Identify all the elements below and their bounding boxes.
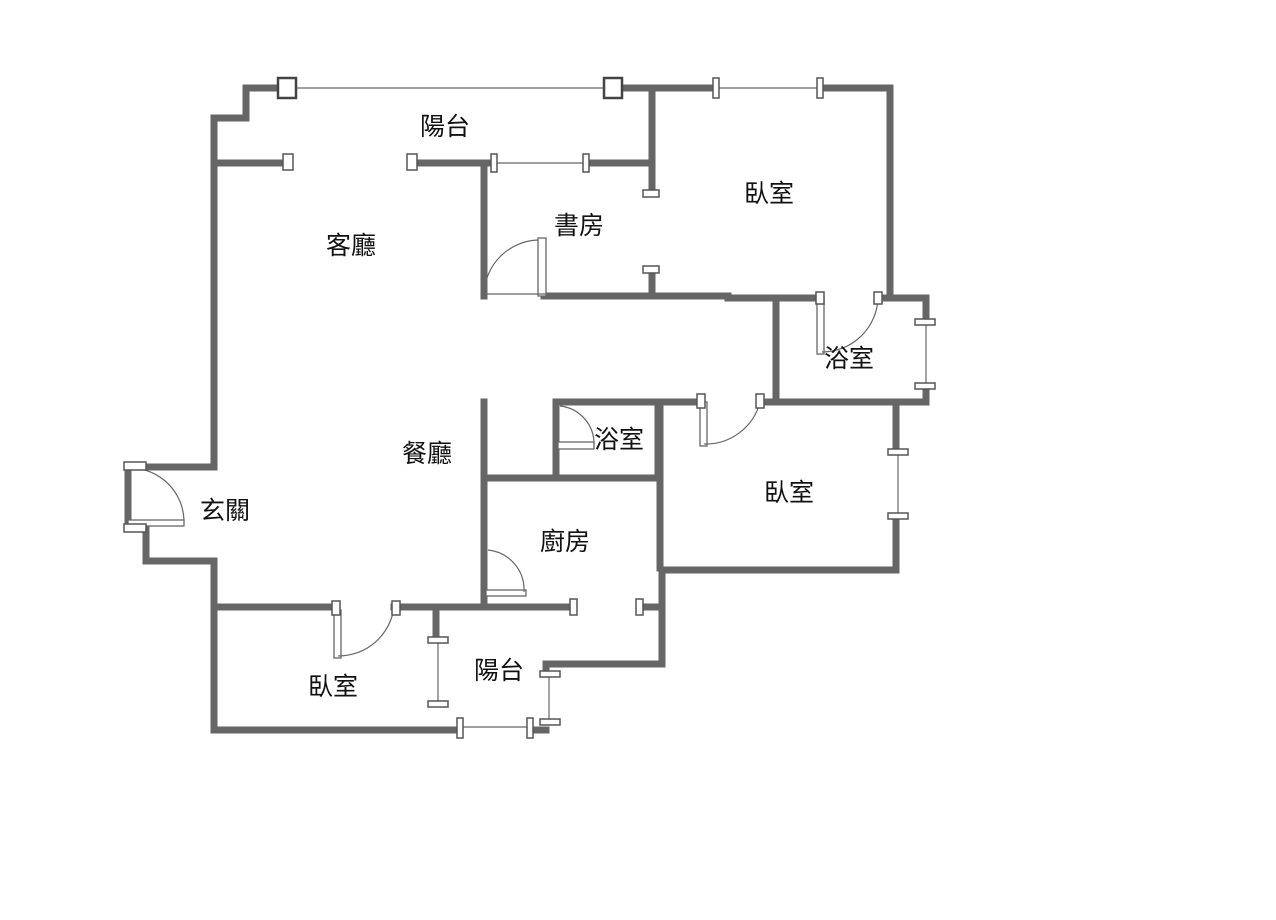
windows [276,76,936,739]
room-label-balcony-south: 陽台 [474,656,524,685]
room-labels: 陽台 臥室 書房 客廳 浴室 浴室 餐廳 臥室 玄關 廚房 臥室 陽台 [200,112,874,701]
window-jamb [456,717,464,739]
window-jamb [427,636,449,644]
window-jamb [526,717,534,739]
room-label-study: 書房 [554,211,604,240]
room-label-balcony-north: 陽台 [420,112,470,141]
window-post [602,76,624,100]
room-label-bedroom-sw: 臥室 [308,672,358,701]
room-label-entrance: 玄關 [200,496,250,525]
room-label-bedroom-ne: 臥室 [744,179,794,208]
room-label-bedroom-east: 臥室 [764,478,814,507]
door-study [483,237,547,297]
window-jamb [816,77,824,99]
window-jamb [642,189,660,198]
wall-entrance-south [142,524,218,610]
window-jamb [406,153,418,171]
window-jamb [490,153,498,173]
window-jamb [642,265,660,274]
window-jamb [887,448,909,456]
window-post [276,76,298,100]
room-label-living-room: 客廳 [326,231,376,260]
window-jamb [539,670,561,678]
door-entrance [123,461,185,533]
window-jamb [582,153,590,173]
window-jamb [282,153,294,171]
window-jamb [539,718,561,726]
room-label-bathroom-east: 浴室 [824,344,874,373]
walls [124,84,930,734]
window-jamb [427,700,449,708]
door-bedroom-east [696,393,765,447]
window-jamb [887,512,909,520]
window-jamb [914,382,936,390]
window-jamb [914,318,936,326]
room-label-dining-room: 餐廳 [402,439,452,468]
window-jamb [635,598,644,616]
door-kitchen [485,549,527,597]
door-bedroom-sw [331,600,401,659]
window-jamb [569,598,578,616]
room-label-bathroom-center: 浴室 [594,425,644,454]
window-jamb [712,77,720,99]
room-label-kitchen: 廚房 [540,527,590,556]
door-bathroom-center [557,405,595,450]
doors [123,237,883,659]
door-bathroom-east [815,291,883,355]
wall-north-west [210,84,282,471]
